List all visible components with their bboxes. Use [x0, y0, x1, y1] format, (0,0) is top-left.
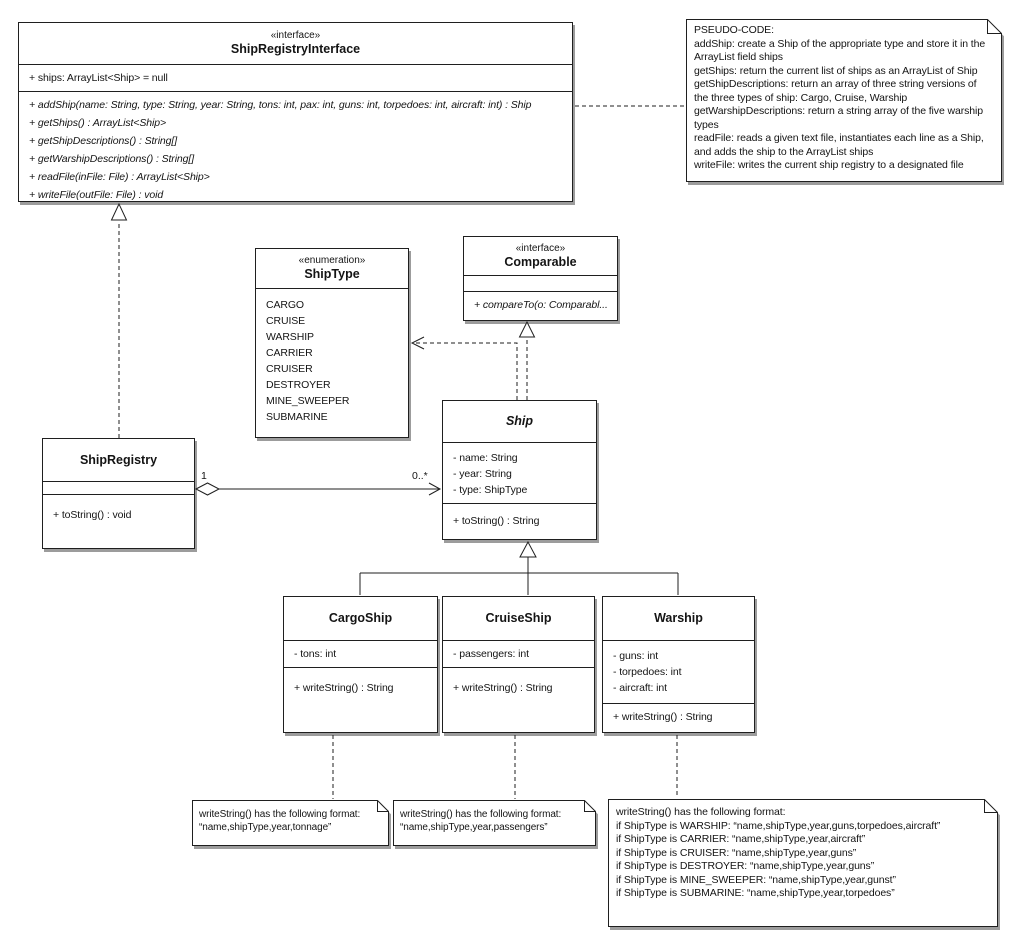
- class-header: CruiseShip: [443, 597, 594, 641]
- methods-compartment: + writeString() : String: [443, 668, 594, 732]
- class-name: ShipRegistryInterface: [230, 42, 361, 56]
- methods-compartment: + toString() : void: [43, 495, 194, 548]
- note-cargo-format: writeString() has the following format: …: [192, 800, 389, 846]
- note-pseudo-code: PSEUDO-CODE: addShip: create a Ship of t…: [686, 19, 1002, 182]
- attribute: - guns: int: [613, 650, 659, 662]
- method: + toString() : String: [453, 515, 540, 527]
- class-warship: Warship - guns: int - torpedoes: int - a…: [602, 596, 755, 733]
- method: + getShips() : ArrayList<Ship>: [29, 117, 166, 129]
- method: + writeString() : String: [294, 682, 394, 694]
- attributes-compartment: [43, 482, 194, 495]
- attribute: - torpedoes: int: [613, 666, 682, 678]
- aggregation-whole-multiplicity: 1: [201, 470, 207, 482]
- dependency-ship-to-shiptype: [410, 336, 518, 400]
- method: + writeString() : String: [613, 711, 713, 723]
- enum-literal: DESTROYER: [266, 379, 331, 391]
- enum-literal: CARGO: [266, 299, 305, 311]
- note-shape: [192, 800, 389, 846]
- attributes-compartment: - guns: int - torpedoes: int - aircraft:…: [603, 641, 754, 704]
- realization-ship-to-comparable: [518, 320, 536, 400]
- attribute: - passengers: int: [453, 648, 529, 660]
- methods-compartment: + compareTo(o: Comparabl...: [464, 292, 617, 318]
- class-name: ShipRegistry: [79, 452, 158, 467]
- realization-shipregistry-to-shipregistryinterface: [110, 202, 128, 438]
- interface-comparable: «interface» Comparable + compareTo(o: Co…: [463, 236, 618, 321]
- stereotype-label: «interface»: [270, 30, 321, 41]
- class-header: ShipRegistry: [43, 439, 194, 482]
- methods-compartment: + writeString() : String: [603, 704, 754, 731]
- method: + addShip(name: String, type: String, ye…: [29, 99, 532, 111]
- attributes-compartment: - name: String - year: String - type: Sh…: [443, 443, 596, 504]
- class-header: Ship: [443, 401, 596, 443]
- class-header: Warship: [603, 597, 754, 641]
- attribute: - type: ShipType: [453, 484, 528, 496]
- enum-literal: SUBMARINE: [266, 411, 328, 423]
- note-shape: [393, 800, 596, 846]
- attributes-compartment: + ships: ArrayList<Ship> = null: [19, 65, 572, 92]
- stereotype-label: «interface»: [515, 242, 566, 254]
- attributes-compartment: - tons: int: [284, 641, 437, 668]
- attribute: - year: String: [453, 468, 512, 480]
- aggregation-shipregistry-to-ship: [194, 482, 442, 496]
- note-text: PSEUDO-CODE: addShip: create a Ship of t…: [694, 24, 986, 171]
- note-warship-format: writeString() has the following format: …: [608, 799, 998, 927]
- class-header: «enumeration» ShipType: [256, 249, 408, 289]
- enum-literal: CRUISER: [266, 363, 313, 375]
- note-cruise-format: writeString() has the following format: …: [393, 800, 596, 846]
- class-ship: Ship - name: String - year: String - typ…: [442, 400, 597, 540]
- class-name: CargoShip: [328, 611, 393, 625]
- attribute: - tons: int: [294, 648, 337, 660]
- class-ship-registry: ShipRegistry + toString() : void: [42, 438, 195, 549]
- attributes-compartment: - passengers: int: [443, 641, 594, 668]
- attribute: + ships: ArrayList<Ship> = null: [29, 72, 168, 84]
- method: + getShipDescriptions() : String[]: [29, 135, 178, 147]
- literals-compartment: CARGO CRUISE WARSHIP CARRIER CRUISER DES…: [256, 289, 408, 437]
- generalization-subclasses-to-ship: [359, 540, 679, 595]
- class-cargo-ship: CargoShip - tons: int + writeString() : …: [283, 596, 438, 733]
- note-shape: [608, 799, 998, 927]
- class-name: CruiseShip: [485, 611, 552, 625]
- enum-ship-type: «enumeration» ShipType CARGO CRUISE WARS…: [255, 248, 409, 438]
- stereotype-label: «enumeration»: [298, 255, 366, 266]
- folded-corner: [377, 800, 389, 812]
- class-cruise-ship: CruiseShip - passengers: int + writeStri…: [442, 596, 595, 733]
- enum-literal: WARSHIP: [266, 331, 314, 343]
- method: + compareTo(o: Comparabl...: [474, 299, 608, 311]
- folded-corner: [984, 799, 998, 813]
- method: + writeFile(outFile: File) : void: [29, 189, 164, 201]
- methods-compartment: + addShip(name: String, type: String, ye…: [19, 92, 572, 201]
- folded-corner: [584, 800, 596, 812]
- folded-corner: [987, 19, 1002, 34]
- method: + getWarshipDescriptions() : String[]: [29, 153, 195, 165]
- class-header: «interface» Comparable: [464, 237, 617, 276]
- enum-literal: MINE_SWEEPER: [266, 395, 350, 407]
- note-text: writeString() has the following format: …: [400, 809, 562, 833]
- attribute: - aircraft: int: [613, 682, 667, 694]
- class-name: Ship: [505, 414, 534, 428]
- class-header: CargoShip: [284, 597, 437, 641]
- class-name: Comparable: [504, 254, 577, 269]
- method: + toString() : void: [53, 509, 132, 521]
- class-name: Warship: [654, 611, 703, 625]
- class-header: «interface» ShipRegistryInterface: [19, 23, 572, 65]
- enum-literal: CRUISE: [266, 315, 306, 327]
- methods-compartment: + toString() : String: [443, 504, 596, 539]
- class-ship-registry-interface: «interface» ShipRegistryInterface + ship…: [18, 22, 573, 202]
- attribute: - name: String: [453, 452, 518, 464]
- method: + readFile(inFile: File) : ArrayList<Shi…: [29, 171, 210, 183]
- note-shape: [686, 19, 1002, 182]
- methods-compartment: + writeString() : String: [284, 668, 437, 732]
- attributes-compartment: [464, 276, 617, 292]
- class-name: ShipType: [304, 267, 360, 281]
- note-text: writeString() has the following format: …: [616, 806, 941, 899]
- aggregation-part-multiplicity: 0..*: [412, 470, 428, 482]
- enum-literal: CARRIER: [266, 347, 313, 359]
- method: + writeString() : String: [453, 682, 553, 694]
- note-text: writeString() has the following format: …: [199, 809, 361, 833]
